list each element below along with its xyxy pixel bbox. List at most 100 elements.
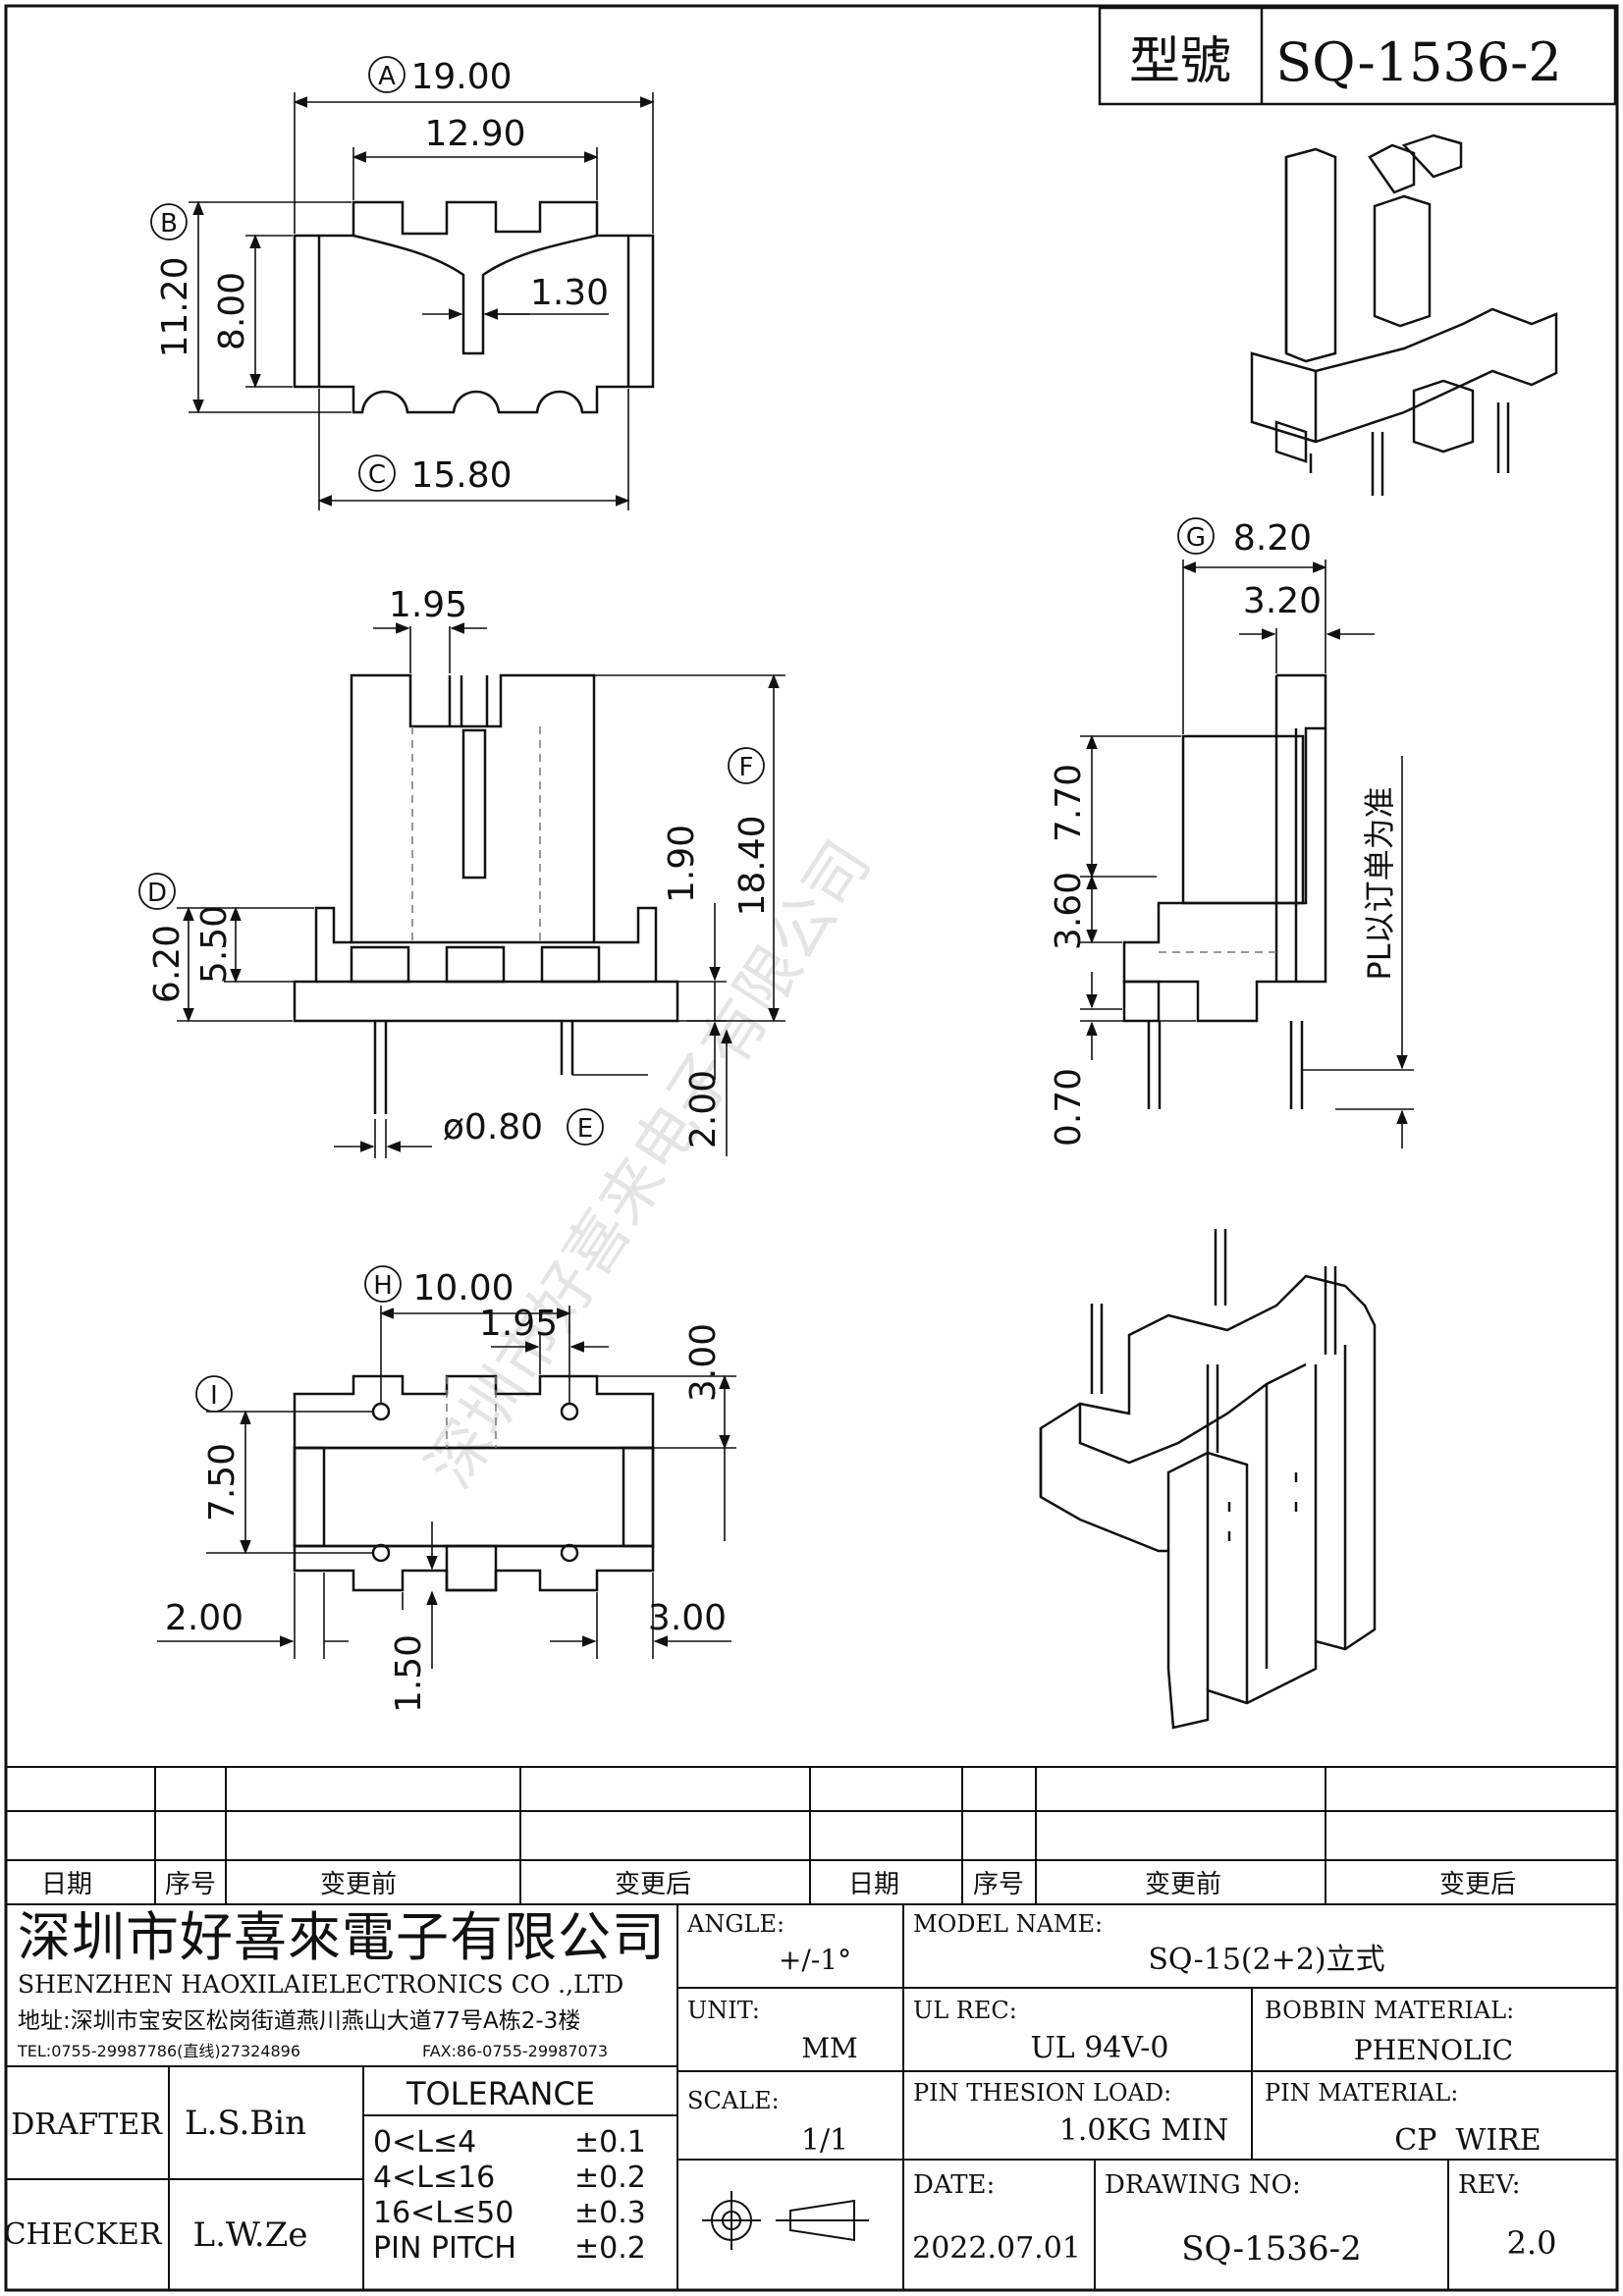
drawing-no-value: SQ-1536-2 [1181, 2229, 1362, 2269]
top-view-labels: A 19.00 12.90 B 11.20 8.00 1.30 C 15.80 [150, 56, 609, 496]
dim-right-offset: 3.00 [648, 1598, 727, 1638]
dim-i-value: 7.50 [202, 1443, 243, 1522]
company-name-en: SHENZHEN HAOXILAIELECTRONICS CO .,LTD [18, 1970, 623, 1999]
side-view-labels: G 8.20 3.20 7.70 3.60 0.70 PL以订单为准 [1049, 517, 1398, 1147]
dim-right-height: 3.00 [683, 1323, 724, 1402]
rev-col-before-1: 变更前 [320, 1870, 397, 1899]
tolerance-value-1: ±0.2 [574, 2161, 646, 2195]
tolerance-block: TOLERANCE 0<L≤4 ±0.1 4<L≤16 ±0.2 16<L≤50… [363, 2075, 677, 2266]
dim-flange-height: 5.50 [194, 905, 235, 984]
dim-bottom: 0.70 [1049, 1068, 1089, 1147]
ul-value: UL 94V-0 [1030, 2031, 1168, 2065]
angle-label: ANGLE: [686, 1910, 784, 1938]
rev-label: REV: [1458, 2170, 1520, 2200]
dim-c-label: C [368, 460, 386, 490]
tolerance-range-1: 4<L≤16 [373, 2161, 495, 2195]
rev-col-after-2: 变更后 [1439, 1870, 1516, 1899]
company-address: 地址:深圳市宝安区松岗街道燕川燕山大道77号A栋2-3楼 [18, 2008, 580, 2034]
scale-value: 1/1 [801, 2123, 848, 2158]
tolerance-value-0: ±0.1 [574, 2125, 646, 2160]
model-value: SQ-1536-2 [1275, 31, 1562, 93]
bottom-view-labels: H 10.00 1.95 3.00 I 7.50 2.00 3.00 1.50 [165, 1265, 727, 1713]
dim-h-label: H [373, 1271, 393, 1301]
angle-value: +/-1° [779, 1944, 851, 1976]
spec-block: ANGLE: +/-1° UNIT: MM SCALE: 1/1 MODEL N… [686, 1910, 1556, 2269]
bottom-view-hidden [446, 1376, 497, 1448]
company-tel: TEL:0755-29987786(直线)27324896 [17, 2042, 300, 2060]
dim-pitch: 1.95 [479, 1304, 558, 1344]
dim-bottom-offset: 1.50 [389, 1634, 429, 1713]
front-view [293, 673, 679, 1114]
iso-view-upper [1250, 133, 1558, 496]
rev-col-before-2: 变更前 [1145, 1870, 1221, 1899]
top-view [293, 200, 655, 414]
title-block: 型號 SQ-1536-2 [1098, 6, 1617, 106]
iso-view-lower [1039, 1229, 1377, 1730]
drafter-value: L.S.Bin [185, 2104, 306, 2143]
dim-slot: 1.95 [389, 585, 467, 625]
dim-inner-height: 8.00 [212, 272, 252, 350]
dim-g-label: G [1186, 523, 1206, 553]
side-view [1122, 673, 1327, 1109]
rev-col-no-1: 序号 [165, 1870, 216, 1899]
dim-i-label: I [210, 1381, 218, 1411]
info-grid [6, 1904, 1617, 2290]
dim-d-value: 6.20 [147, 925, 188, 1003]
rev-col-after-1: 变更后 [615, 1870, 691, 1899]
sheet-border [4, 4, 1619, 2292]
date-label: DATE: [913, 2170, 995, 2200]
revision-headers: 日期 序号 变更前 变更后 日期 序号 变更前 变更后 [41, 1870, 1516, 1899]
scale-label: SCALE: [687, 2087, 780, 2114]
company-name-cn: 深圳市好喜來電子有限公司 [18, 1906, 666, 1968]
dim-d-label: D [147, 879, 167, 908]
tolerance-title: TOLERANCE [406, 2075, 595, 2112]
unit-value: MM [801, 2032, 857, 2064]
dim-base-height: 1.90 [662, 825, 702, 903]
dim-c-value: 15.80 [410, 455, 512, 496]
tolerance-range-0: 0<L≤4 [373, 2125, 476, 2160]
bobbin-value: PHENOLIC [1354, 2034, 1513, 2066]
side-view-dims [1080, 560, 1414, 1148]
front-view-dims [177, 622, 785, 1158]
ul-label: UL REC: [913, 1997, 1017, 2024]
unit-label: UNIT: [687, 1997, 760, 2024]
top-view-dims [189, 92, 655, 510]
dim-a-label: A [378, 62, 396, 91]
dim-left-offset: 2.00 [165, 1598, 243, 1638]
pin-material-label: PIN MATERIAL: [1265, 2079, 1458, 2107]
bottom-view [293, 1374, 655, 1592]
tolerance-value-3: ±0.2 [574, 2231, 646, 2266]
drawing-no-label: DRAWING NO: [1105, 2170, 1301, 2200]
rev-col-no-2: 序号 [973, 1870, 1024, 1899]
dim-b-label: B [160, 209, 178, 239]
dim-lower: 3.60 [1049, 872, 1089, 950]
dim-b-value: 11.20 [155, 256, 195, 357]
staff-block: DRAFTER L.S.Bin CHECKER L.W.Ze [4, 2104, 308, 2255]
dim-a-value: 19.00 [410, 57, 512, 97]
model-name-label: MODEL NAME: [913, 1910, 1103, 1938]
company-block: 深圳市好喜來電子有限公司 SHENZHEN HAOXILAIELECTRONIC… [17, 1906, 666, 2060]
model-name-value: SQ-15(2+2)立式 [1148, 1943, 1384, 1977]
tolerance-range-2: 16<L≤50 [373, 2196, 514, 2230]
company-fax: FAX:86-0755-29987073 [422, 2042, 608, 2060]
rev-col-date-2: 日期 [848, 1870, 899, 1899]
tolerance-value-2: ±0.3 [574, 2196, 646, 2230]
dim-pin-diameter: ø0.80 [443, 1107, 543, 1148]
dim-h-value: 10.00 [412, 1268, 514, 1308]
front-view-labels: 1.95 F 18.40 1.90 D 6.20 5.50 ø0.80 E 2.… [138, 585, 773, 1148]
revision-table [6, 1766, 1617, 1905]
pin-load-value: 1.0KG MIN [1059, 2113, 1228, 2148]
date-value: 2022.07.01 [912, 2231, 1081, 2266]
dim-g-value: 8.20 [1233, 518, 1312, 559]
tolerance-range-3: PIN PITCH [373, 2231, 516, 2266]
rev-col-date-1: 日期 [41, 1870, 92, 1899]
front-view-hidden [411, 726, 541, 942]
pin-material-value: CP WIRE [1394, 2123, 1541, 2158]
checker-label: CHECKER [4, 2217, 163, 2252]
dim-pin-length: 2.00 [683, 1070, 724, 1148]
pl-note: PL以订单为准 [1361, 786, 1398, 980]
dim-f-label: F [739, 753, 754, 782]
model-label: 型號 [1129, 32, 1231, 91]
bobbin-label: BOBBIN MATERIAL: [1265, 1997, 1514, 2024]
